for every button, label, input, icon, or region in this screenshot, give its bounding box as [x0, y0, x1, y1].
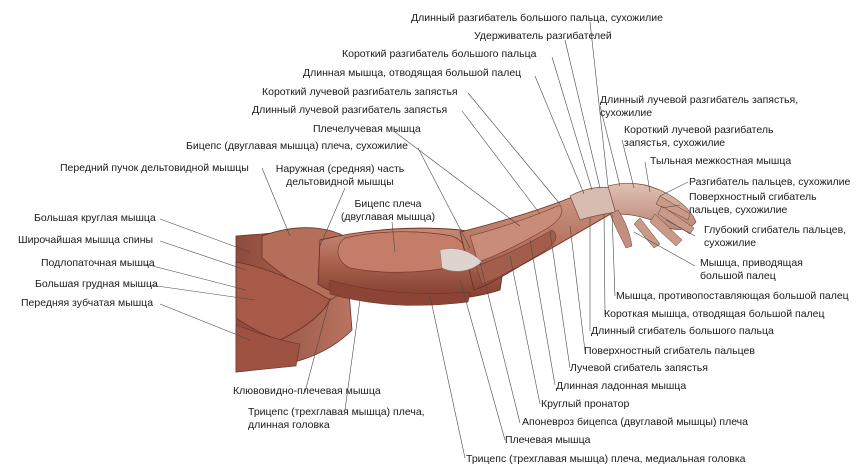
- label-brachioradialis: Плечелучевая мышца: [313, 123, 421, 135]
- pectoral-shape: [235, 261, 331, 341]
- label-adductor-pollicis: Мышца, приводящая большой палец: [700, 257, 803, 282]
- label-lat-deltoid: Наружная (средняя) часть дельтовидной мы…: [275, 163, 405, 188]
- label-biceps-tendon: Бицепс (двуглавая мышца) плеча, сухожили…: [186, 140, 409, 152]
- forearm-belly-1: [469, 204, 563, 263]
- label-triceps-long: Трицепс (трехглавая мышца) плеча, длинна…: [248, 406, 425, 431]
- label-opponens-pollicis: Мышца, противопоставляющая большой палец: [616, 290, 849, 302]
- serratus-shape: [235, 324, 301, 373]
- forearm-belly-2: [475, 229, 557, 285]
- label-fdp-tendon: Глубокий сгибатель пальцев, сухожилие: [704, 224, 847, 249]
- label-pectoralis-major: Большая грудная мышца: [35, 278, 158, 290]
- label-fcr: Лучевой сгибатель запястья: [570, 362, 708, 374]
- label-ext-digitorum-tendon: Разгибатель пальцев, сухожилие: [689, 176, 851, 188]
- label-latissimus: Широчайшая мышца спины: [18, 234, 154, 246]
- label-abd-pollicis-brevis: Короткая мышца, отводящая большой палец: [604, 308, 825, 320]
- label-ecrb-tendon: Короткий лучевой разгибатель запястья, с…: [624, 124, 774, 149]
- label-ext-pollicis-brevis: Короткий разгибатель большого пальца: [342, 48, 537, 60]
- label-extensor-retinaculum: Удерживатель разгибателей: [474, 30, 612, 42]
- label-dorsal-interosseous: Тыльная межкостная мышца: [650, 155, 792, 167]
- label-bicipital-aponeurosis: Апоневроз бицепса (двуглавой мышцы) плеч…: [522, 416, 748, 428]
- elbow-tendon: [439, 248, 483, 272]
- label-ext-carpi-rad-brevis: Короткий лучевой разгибатель запястья: [262, 86, 458, 98]
- triceps-shape: [329, 279, 471, 306]
- label-abd-pollicis-longus: Длинная мышца, отводящая большой палец: [303, 67, 522, 79]
- label-teres-major: Большая круглая мышца: [34, 212, 156, 224]
- leader-lines: [144, 21, 696, 459]
- label-biceps: Бицепс плеча (двуглавая мышца): [340, 198, 436, 223]
- finger-4: [633, 217, 661, 249]
- label-pronator-teres: Круглый пронатор: [541, 398, 630, 410]
- label-ecrl-tendon: Длинный лучевой разгибатель запястья, су…: [600, 94, 799, 119]
- finger-3: [649, 213, 683, 247]
- label-ext-pollicis-longus-tendon: Длинный разгибатель большого пальца, сух…: [411, 12, 663, 24]
- finger-2: [657, 205, 695, 235]
- label-fds: Поверхностный сгибатель пальцев: [584, 345, 755, 357]
- label-palmaris-longus: Длинная ладонная мышца: [556, 380, 687, 392]
- label-brachialis: Плечевая мышца: [505, 434, 591, 446]
- label-subscapularis: Подлопаточная мышца: [41, 257, 155, 269]
- finger-1: [655, 195, 691, 221]
- label-ext-carpi-rad-longus: Длинный лучевой разгибатель запястья: [252, 104, 448, 116]
- label-fds-tendon: Поверхностный сгибатель пальцев, сухожил…: [689, 191, 817, 216]
- thumb-shape: [609, 209, 633, 249]
- label-ant-deltoid: Передний пучок дельтовидной мышцы: [60, 162, 249, 174]
- label-triceps-medial: Трицепс (трехглавая мышца) плеча, медиал…: [466, 453, 746, 465]
- label-fpl: Длинный сгибатель большого пальца: [591, 325, 774, 337]
- label-coracobrachialis: Клювовидно-плечевая мышца: [233, 385, 381, 397]
- label-serratus-anterior: Передняя зубчатая мышца: [21, 297, 154, 309]
